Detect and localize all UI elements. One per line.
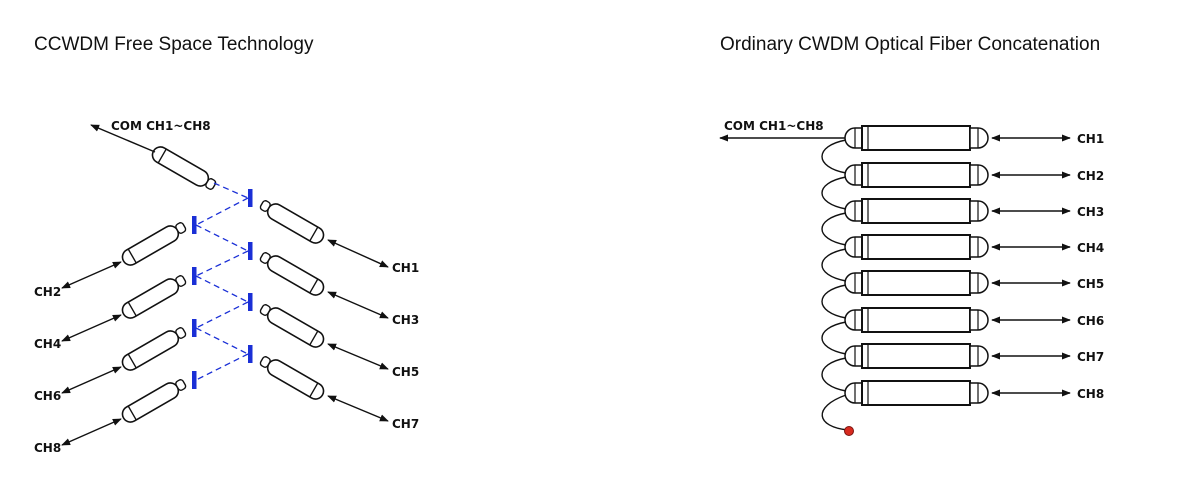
left-diagram-title: CCWDM Free Space Technology: [34, 34, 314, 55]
fiber-loop-6: [821, 321, 847, 355]
fiber-loop-3: [821, 212, 847, 246]
collimator-ch5: [259, 304, 325, 348]
com-label-right: COM CH1~CH8: [724, 119, 824, 133]
cwdm-module-1: [844, 125, 989, 151]
collimator-ch8: [121, 379, 187, 423]
label-right-ch2: CH2: [1077, 169, 1104, 183]
beam-6: [195, 327, 249, 355]
filter-left-3: [192, 319, 197, 337]
collimator-ch7: [259, 356, 325, 400]
right-diagram-title: Ordinary CWDM Optical Fiber Concatenatio…: [720, 34, 1101, 55]
beam-7: [195, 353, 249, 381]
label-ch5: CH5: [392, 365, 419, 379]
label-ch6: CH6: [34, 389, 61, 403]
label-ch1: CH1: [392, 261, 419, 275]
cwdm-module-6: [844, 307, 989, 333]
arrow-ch5: [327, 343, 389, 370]
label-right-ch8: CH8: [1077, 387, 1104, 401]
filter-left-4: [192, 371, 197, 389]
collimator-ch4: [121, 275, 187, 319]
label-ch2: CH2: [34, 285, 61, 299]
filter-right-4: [248, 345, 253, 363]
label-ch4: CH4: [34, 337, 61, 351]
fiber-loop-1: [821, 139, 847, 174]
fiber-tail: [821, 394, 849, 431]
fiber-end-dot: [844, 426, 854, 436]
label-right-ch7: CH7: [1077, 350, 1104, 364]
filter-right-2: [248, 242, 253, 260]
cwdm-module-2: [844, 162, 989, 188]
arrow-ch6: [61, 366, 122, 394]
cwdm-module-3: [844, 198, 989, 224]
cwdm-module-4: [844, 234, 989, 260]
fiber-loop-4: [821, 248, 847, 282]
cwdm-module-7: [844, 343, 989, 369]
collimator-ch2: [121, 222, 187, 266]
label-right-ch3: CH3: [1077, 205, 1104, 219]
filter-right-1: [248, 189, 253, 207]
fiber-loop-5: [821, 284, 847, 319]
beam-3: [195, 250, 249, 277]
beam-4: [195, 275, 249, 303]
label-right-ch6: CH6: [1077, 314, 1104, 328]
cwdm-module-5: [844, 270, 989, 296]
label-ch3: CH3: [392, 313, 419, 327]
filter-left-1: [192, 216, 197, 234]
arrow-ch2: [61, 261, 122, 289]
beam-2: [195, 224, 249, 252]
fiber-loop-7: [821, 357, 847, 392]
collimator-ch6: [121, 327, 187, 371]
fiber-loop-2: [821, 176, 847, 210]
beam-1: [195, 197, 249, 226]
com-arrow: [90, 124, 156, 153]
arrow-ch3: [327, 291, 389, 319]
filter-left-2: [192, 267, 197, 285]
beam-5: [195, 301, 249, 329]
label-right-ch1: CH1: [1077, 132, 1104, 146]
com-collimator: [151, 146, 217, 190]
com-label: COM CH1~CH8: [111, 119, 211, 133]
arrow-ch7: [327, 395, 389, 422]
cwdm-module-8: [844, 380, 989, 406]
arrow-ch1: [327, 239, 389, 268]
label-right-ch5: CH5: [1077, 277, 1104, 291]
label-right-ch4: CH4: [1077, 241, 1104, 255]
collimator-ch1: [259, 200, 325, 244]
collimator-ch3: [259, 252, 325, 296]
beam-com: [213, 182, 249, 199]
arrow-ch4: [61, 314, 122, 342]
arrow-ch8: [61, 418, 122, 446]
filter-right-3: [248, 293, 253, 311]
label-ch8: CH8: [34, 441, 61, 455]
label-ch7: CH7: [392, 417, 419, 431]
